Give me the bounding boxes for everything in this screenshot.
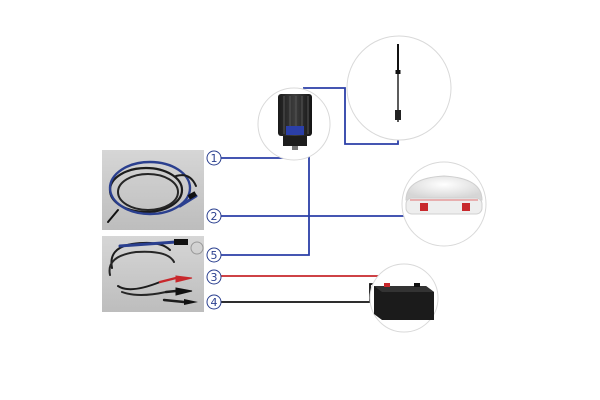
callout-2-label: 2 — [211, 210, 218, 223]
battery — [369, 263, 439, 333]
gnss-receiver-icon — [405, 175, 483, 215]
callout-3-label: 3 — [211, 271, 218, 284]
callout-3: 3 — [206, 269, 222, 285]
wire-5-blue — [221, 150, 310, 256]
callout-1-label: 1 — [211, 152, 218, 165]
callout-5: 5 — [206, 247, 222, 263]
coiled-cable-icon — [107, 160, 198, 223]
callout-5-label: 5 — [211, 249, 218, 262]
wire-4-black — [221, 283, 380, 303]
radio-module-icon — [278, 94, 312, 150]
cable-clips-photo — [102, 236, 204, 312]
cable-coiled-photo — [102, 150, 204, 230]
callout-4: 4 — [206, 294, 222, 310]
callout-2: 2 — [206, 208, 222, 224]
callout-1: 1 — [206, 150, 222, 166]
battery-icon — [374, 283, 434, 320]
alligator-clip-cable-icon — [108, 239, 204, 305]
radio-module — [257, 87, 331, 161]
antenna — [346, 35, 452, 141]
gnss-receiver — [401, 161, 487, 247]
callout-4-label: 4 — [211, 296, 218, 309]
wire-2-blue — [221, 208, 427, 217]
whip-antenna-icon — [395, 44, 401, 122]
